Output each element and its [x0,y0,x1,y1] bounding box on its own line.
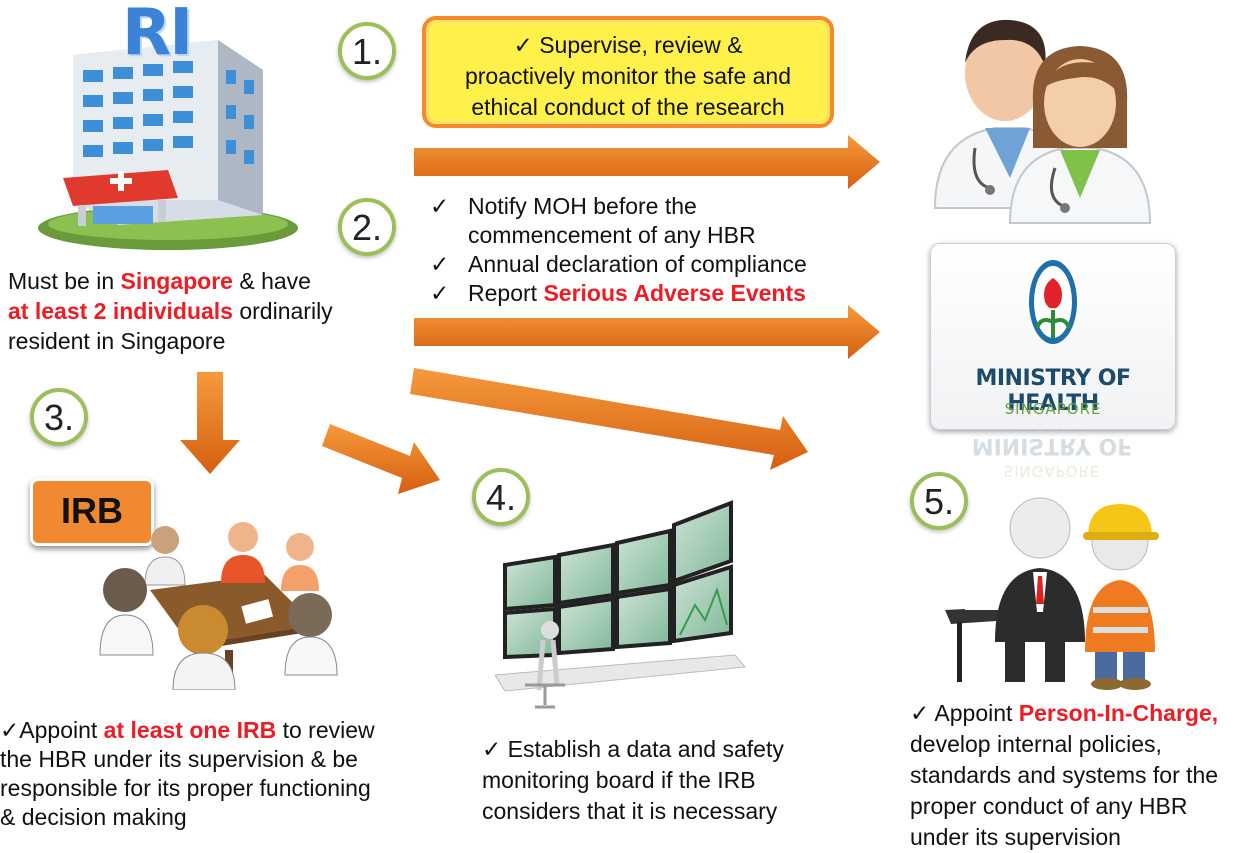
step-3-badge: 3. [30,388,88,446]
sae-highlight: Serious Adverse Events [543,280,806,306]
person-in-charge-icon [945,492,1175,692]
person-in-charge-highlight: Person-In-Charge, [1018,700,1219,726]
supervise-box: ✓ Supervise, review & proactively monito… [422,16,834,128]
step-4-badge: 4. [472,468,530,526]
irb-appointment-text: ✓Appoint at least one IRB to review the … [0,717,375,830]
moh-reflection: SINGAPORE MINISTRY OF HEALTH [971,430,1133,480]
doctors-icon [915,8,1155,228]
monitoring-room-icon [494,495,750,720]
irb-meeting-icon [95,515,345,691]
monitoring-board-text: ✓ Establish a data and safety monitoring… [482,736,784,824]
moh-country: SINGAPORE [1004,400,1102,418]
check-icon: ✓ [430,280,450,306]
person-in-charge-text: ✓ Appoint Person-In-Charge, develop inte… [910,700,1219,850]
arrow-to-moh [414,305,880,359]
list-item: ✓Report Serious Adverse Events [430,280,806,306]
hospital-building-icon [18,10,298,260]
arrow-to-irb [180,372,240,474]
ri-logo: RI [122,0,193,70]
step-2-badge: 2. [338,198,396,256]
irb-label-box: IRB [30,478,154,546]
moh-name: MINISTRY OF HEALTH [975,366,1131,416]
step-1-badge: 1. [338,22,396,80]
arrow-to-monitoring-board [322,424,440,494]
moh-logo-card: MINISTRY OF HEALTH SINGAPORE [930,243,1176,430]
check-icon: ✓ [430,251,450,277]
check-icon: ✓ [430,193,450,219]
ri-requirement-text: Must be in Singapore & have at least 2 i… [8,268,333,354]
arrow-to-person-in-charge [410,368,808,470]
singapore-highlight: Singapore [120,268,233,294]
at-least-one-irb-highlight: at least one IRB [103,717,277,743]
arrow-to-doctors [414,135,880,189]
step-5-badge: 5. [910,472,968,530]
two-individuals-highlight: at least 2 individuals [8,298,233,324]
list-item: ✓Annual declaration of compliance [430,251,807,277]
moh-emblem-icon [1029,260,1077,344]
